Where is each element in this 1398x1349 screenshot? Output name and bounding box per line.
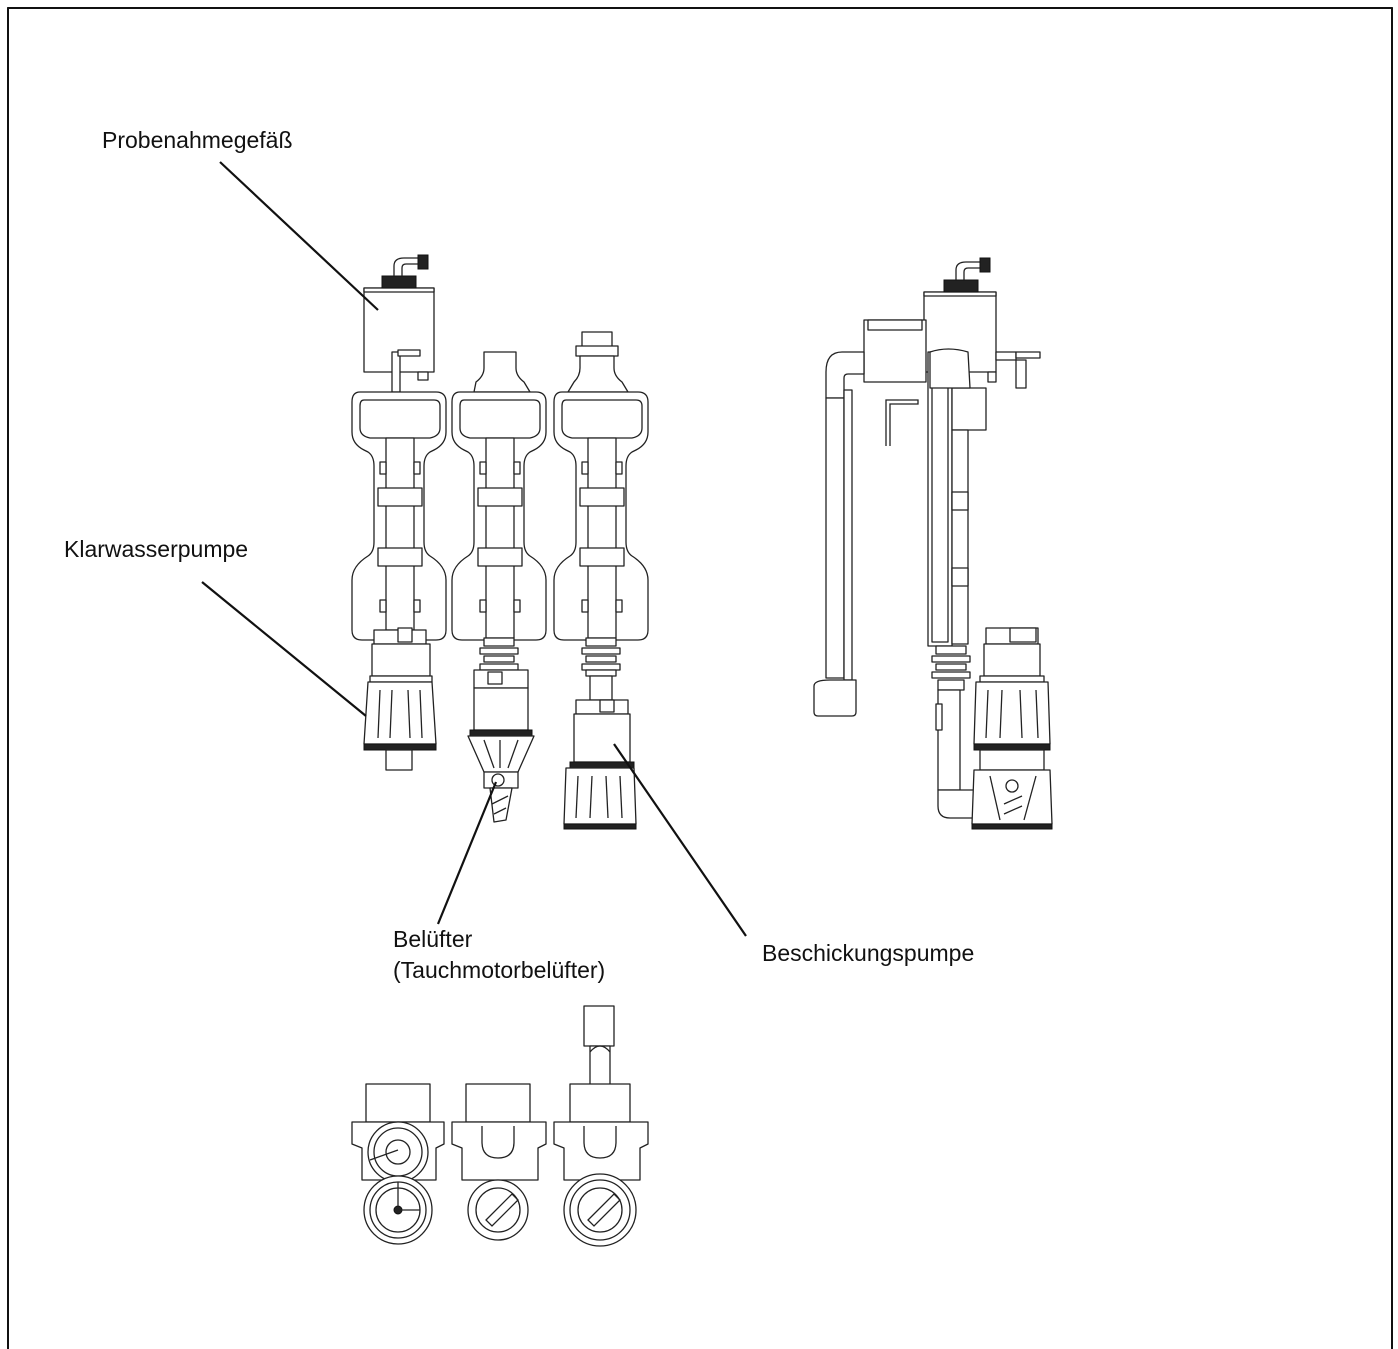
leader-belufter — [436, 781, 498, 925]
label-beschickungspumpe: Beschickungspumpe — [762, 940, 974, 966]
aerator — [467, 669, 535, 823]
unit-left-klarwasser — [351, 254, 447, 771]
page-frame — [7, 7, 1393, 1349]
label-tauchmotorbelufter: (Tauchmotorbelüfter) — [393, 957, 605, 983]
side-pump — [971, 627, 1053, 830]
side-view — [813, 257, 1053, 830]
top-view — [351, 1005, 649, 1247]
label-klarwasserpumpe: Klarwasserpumpe — [64, 536, 248, 562]
klarwasser-pump — [363, 627, 437, 771]
unit-middle-belufter — [451, 351, 547, 823]
leader-probenahmegefaess — [219, 161, 379, 311]
label-probenahmegefaess: Probenahmegefäß — [102, 127, 293, 153]
sampling-vessel — [363, 254, 435, 393]
label-belufter: Belüfter — [393, 926, 473, 952]
leader-beschickungspumpe — [613, 743, 747, 937]
leader-klarwasserpumpe — [201, 581, 367, 717]
feed-pump — [563, 699, 637, 830]
unit-right-beschickung — [553, 331, 649, 830]
